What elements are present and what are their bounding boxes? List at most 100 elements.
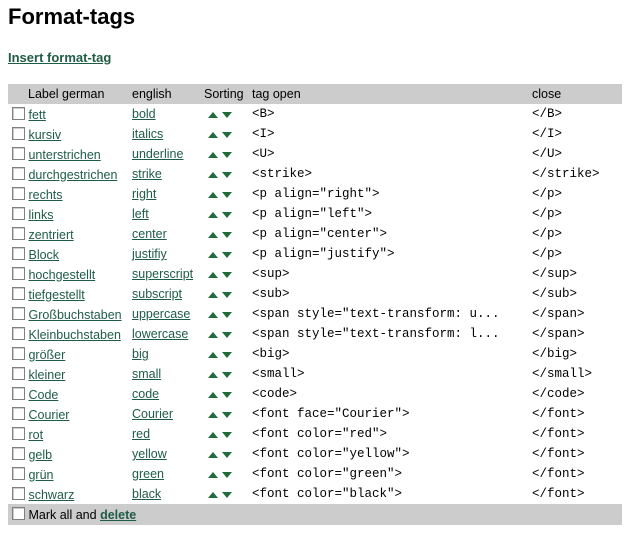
english-link[interactable]: superscript bbox=[132, 267, 194, 281]
english-link[interactable]: bold bbox=[132, 107, 156, 121]
triangle-down-icon[interactable] bbox=[222, 472, 232, 478]
triangle-down-icon[interactable] bbox=[222, 432, 232, 438]
triangle-up-icon[interactable] bbox=[208, 192, 218, 198]
english-link[interactable]: small bbox=[132, 367, 162, 381]
triangle-up-icon[interactable] bbox=[208, 372, 218, 378]
row-checkbox[interactable] bbox=[12, 186, 25, 200]
triangle-up-icon[interactable] bbox=[208, 432, 218, 438]
row-checkbox[interactable] bbox=[12, 126, 25, 140]
mark-all-checkbox[interactable] bbox=[12, 507, 25, 520]
english-link[interactable]: red bbox=[132, 427, 151, 441]
row-checkbox[interactable] bbox=[12, 346, 25, 360]
triangle-up-icon[interactable] bbox=[208, 112, 218, 118]
english-link[interactable]: underline bbox=[132, 147, 184, 161]
triangle-down-icon[interactable] bbox=[222, 112, 232, 118]
label-german-link[interactable]: Courier bbox=[28, 407, 70, 422]
row-checkbox[interactable] bbox=[12, 326, 25, 340]
label-german-link[interactable]: Kleinbuchstaben bbox=[28, 327, 121, 342]
row-checkbox[interactable] bbox=[12, 486, 25, 500]
row-checkbox[interactable] bbox=[12, 106, 25, 120]
triangle-down-icon[interactable] bbox=[222, 392, 232, 398]
english-link[interactable]: right bbox=[132, 187, 157, 201]
triangle-up-icon[interactable] bbox=[208, 212, 218, 218]
row-checkbox[interactable] bbox=[12, 266, 25, 280]
triangle-down-icon[interactable] bbox=[222, 272, 232, 278]
row-checkbox[interactable] bbox=[12, 286, 25, 300]
triangle-down-icon[interactable] bbox=[222, 452, 232, 458]
row-checkbox[interactable] bbox=[12, 426, 25, 440]
triangle-up-icon[interactable] bbox=[208, 132, 218, 138]
row-checkbox[interactable] bbox=[12, 366, 25, 380]
english-link[interactable]: strike bbox=[132, 167, 162, 181]
triangle-up-icon[interactable] bbox=[208, 312, 218, 318]
triangle-up-icon[interactable] bbox=[208, 172, 218, 178]
triangle-down-icon[interactable] bbox=[222, 292, 232, 298]
english-link[interactable]: subscript bbox=[132, 287, 183, 301]
label-german-link[interactable]: tiefgestellt bbox=[28, 287, 85, 302]
english-link[interactable]: left bbox=[132, 207, 149, 221]
triangle-up-icon[interactable] bbox=[208, 452, 218, 458]
label-german-link[interactable]: schwarz bbox=[28, 487, 75, 502]
english-link[interactable]: big bbox=[132, 347, 149, 361]
label-german-link[interactable]: größer bbox=[28, 347, 66, 362]
english-link[interactable]: yellow bbox=[132, 447, 167, 461]
triangle-down-icon[interactable] bbox=[222, 212, 232, 218]
label-german-link[interactable]: fett bbox=[28, 107, 46, 122]
label-german-link[interactable]: durchgestrichen bbox=[28, 167, 118, 182]
triangle-up-icon[interactable] bbox=[208, 352, 218, 358]
triangle-up-icon[interactable] bbox=[208, 292, 218, 298]
triangle-up-icon[interactable] bbox=[208, 492, 218, 498]
triangle-down-icon[interactable] bbox=[222, 172, 232, 178]
label-german-link[interactable]: grün bbox=[28, 467, 54, 482]
row-checkbox[interactable] bbox=[12, 226, 25, 240]
triangle-down-icon[interactable] bbox=[222, 192, 232, 198]
triangle-up-icon[interactable] bbox=[208, 392, 218, 398]
triangle-up-icon[interactable] bbox=[208, 472, 218, 478]
label-german-link[interactable]: links bbox=[28, 207, 54, 222]
triangle-up-icon[interactable] bbox=[208, 152, 218, 158]
triangle-down-icon[interactable] bbox=[222, 152, 232, 158]
english-link[interactable]: italics bbox=[132, 127, 164, 141]
triangle-up-icon[interactable] bbox=[208, 332, 218, 338]
english-link[interactable]: code bbox=[132, 387, 160, 401]
label-german-link[interactable]: Code bbox=[28, 387, 59, 402]
triangle-down-icon[interactable] bbox=[222, 352, 232, 358]
label-german-link[interactable]: zentriert bbox=[28, 227, 74, 242]
row-checkbox[interactable] bbox=[12, 386, 25, 400]
row-checkbox[interactable] bbox=[12, 306, 25, 320]
row-checkbox[interactable] bbox=[12, 446, 25, 460]
label-german-link[interactable]: Großbuchstaben bbox=[28, 307, 122, 322]
row-checkbox[interactable] bbox=[12, 466, 25, 480]
english-link[interactable]: justifiy bbox=[132, 247, 167, 261]
triangle-up-icon[interactable] bbox=[208, 252, 218, 258]
row-checkbox[interactable] bbox=[12, 246, 25, 260]
triangle-down-icon[interactable] bbox=[222, 412, 232, 418]
english-link[interactable]: center bbox=[132, 227, 167, 241]
row-checkbox[interactable] bbox=[12, 206, 25, 220]
label-german-link[interactable]: Block bbox=[28, 247, 60, 262]
triangle-up-icon[interactable] bbox=[208, 232, 218, 238]
triangle-down-icon[interactable] bbox=[222, 312, 232, 318]
label-german-link[interactable]: kursiv bbox=[28, 127, 62, 142]
row-checkbox[interactable] bbox=[12, 166, 25, 180]
english-link[interactable]: uppercase bbox=[132, 307, 191, 321]
triangle-up-icon[interactable] bbox=[208, 272, 218, 278]
label-german-link[interactable]: hochgestellt bbox=[28, 267, 96, 282]
triangle-down-icon[interactable] bbox=[222, 332, 232, 338]
label-german-link[interactable]: gelb bbox=[28, 447, 53, 462]
delete-link[interactable]: delete bbox=[100, 508, 137, 522]
triangle-down-icon[interactable] bbox=[222, 252, 232, 258]
triangle-down-icon[interactable] bbox=[222, 232, 232, 238]
triangle-up-icon[interactable] bbox=[208, 412, 218, 418]
row-checkbox[interactable] bbox=[12, 406, 25, 420]
triangle-down-icon[interactable] bbox=[222, 372, 232, 378]
english-link[interactable]: black bbox=[132, 487, 162, 501]
insert-format-tag-link[interactable]: Insert format-tag bbox=[8, 50, 112, 65]
row-checkbox[interactable] bbox=[12, 146, 25, 160]
label-german-link[interactable]: rot bbox=[28, 427, 44, 442]
triangle-down-icon[interactable] bbox=[222, 492, 232, 498]
english-link[interactable]: green bbox=[132, 467, 164, 481]
english-link[interactable]: Courier bbox=[132, 407, 173, 421]
label-german-link[interactable]: unterstrichen bbox=[28, 147, 101, 162]
triangle-down-icon[interactable] bbox=[222, 132, 232, 138]
